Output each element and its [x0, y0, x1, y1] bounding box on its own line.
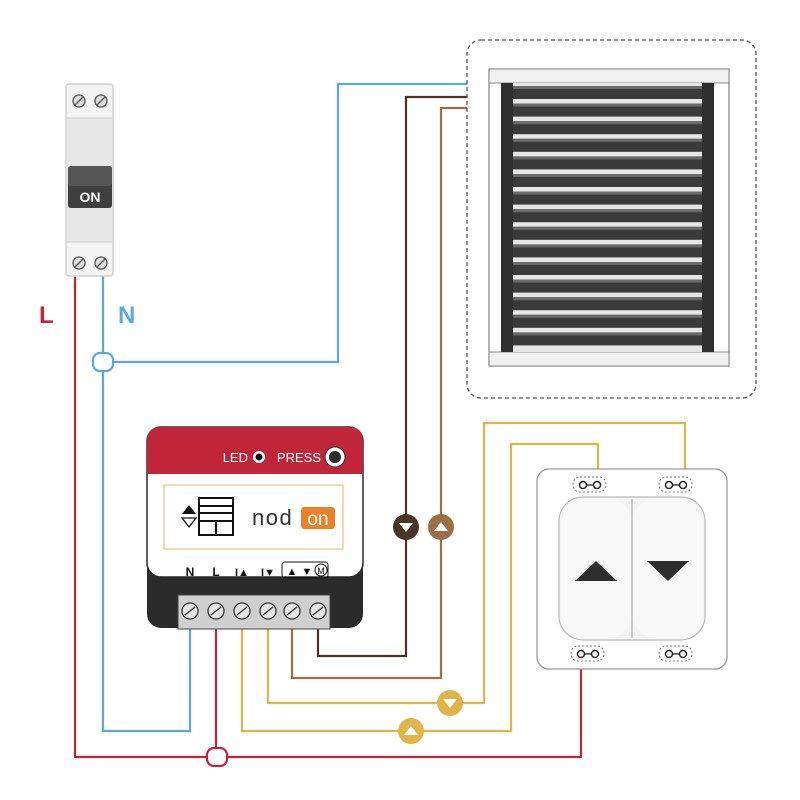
switch-contact-top-right — [658, 476, 693, 493]
switch-up-wire — [240, 442, 600, 733]
bottom-screw-icon — [72, 256, 108, 270]
switch-contact-top-left — [572, 476, 607, 493]
shutter-slat — [511, 138, 704, 152]
brand-name: nodon — [0, 0, 3, 1]
shutter-slat-highlight — [511, 244, 704, 248]
roller-shutter — [466, 39, 757, 399]
switch-down-button[interactable] — [633, 499, 703, 638]
shutter-slat — [511, 209, 704, 223]
shutter-slat-highlight — [511, 121, 704, 125]
terminal-label-n: N — [186, 565, 195, 579]
shutter-up-down-icon — [180, 505, 198, 529]
shutter-slat-highlight — [511, 138, 704, 142]
shutter-slat — [511, 103, 704, 117]
shutter-slat — [511, 156, 704, 170]
up-arrow-icon — [575, 561, 617, 581]
shutter-slat — [511, 244, 704, 258]
wall-switch — [536, 468, 728, 670]
led-label: LED — [223, 450, 248, 465]
switch-down-marker — [437, 690, 463, 716]
circuit-breaker: ON — [65, 83, 114, 277]
shutter-slat-highlight — [511, 226, 704, 230]
shutter-slat-highlight — [511, 86, 704, 89]
switch-contact-bottom-left — [570, 645, 605, 662]
live-label: L — [39, 302, 54, 329]
press-button[interactable] — [324, 446, 346, 468]
down-arrow-icon — [647, 561, 689, 581]
live-junction — [205, 746, 229, 768]
shutter-slat-highlight — [511, 191, 704, 195]
motor-down-wire — [316, 95, 467, 658]
switch-up-marker — [398, 718, 424, 744]
shutter-slat — [511, 191, 704, 205]
shutter-slat-highlight — [511, 314, 704, 318]
terminal-label-i-up: I▲ — [235, 567, 249, 579]
shutter-slat — [511, 279, 704, 293]
neutral-wire — [101, 275, 192, 733]
shutter-slat-highlight — [511, 297, 704, 301]
terminal-screw-slot — [286, 606, 298, 616]
shutter-slat-highlight — [511, 174, 704, 177]
terminal-label-l: L — [212, 565, 219, 579]
shutter-slat — [511, 332, 704, 346]
terminal-label-down: ▼ — [302, 566, 313, 578]
shutter-slats — [511, 86, 704, 346]
shutter-slat — [511, 86, 704, 99]
shutter-slat-highlight — [511, 156, 704, 160]
terminal-labels: N L I▲ I▼ ▲ ▼ M — [186, 561, 329, 579]
terminal-screw-slot — [184, 606, 196, 616]
shutter-slat — [511, 226, 704, 240]
shutter-slat-highlight — [511, 279, 704, 283]
terminal-screw-slot — [312, 606, 324, 616]
breaker-on-label: ON — [80, 189, 101, 205]
neutral-junction — [91, 351, 115, 373]
shutter-slat — [511, 121, 704, 135]
motor-down-marker — [393, 514, 419, 540]
terminal-label-i-down: I▼ — [261, 567, 275, 579]
motor-up-marker — [428, 514, 454, 540]
terminal-block — [181, 602, 327, 620]
nodon-logo: nod on nodon — [0, 0, 335, 530]
shutter-slat — [511, 262, 704, 275]
switch-down-wire — [266, 421, 687, 705]
motor-up-wire — [290, 106, 467, 680]
terminal-label-motor: M — [317, 566, 325, 576]
nodon-module: LED PRESS nod on nodon N — [0, 0, 364, 630]
switch-up-button[interactable] — [561, 499, 631, 638]
terminal-screw-slot — [210, 606, 222, 616]
terminal-label-up: ▲ — [287, 566, 298, 578]
switch-contact-bottom-right — [658, 645, 693, 662]
top-screw-icon — [72, 94, 108, 108]
live-wire — [73, 275, 583, 759]
wires — [73, 82, 687, 759]
terminal-screw-slot — [262, 606, 274, 616]
shutter-slat-highlight — [511, 262, 704, 265]
neutral-wire-to-shutter — [103, 82, 467, 364]
shutter-slat — [511, 314, 704, 328]
shutter-slat — [511, 297, 704, 311]
svg-text:on: on — [307, 509, 328, 530]
shutter-slat-highlight — [511, 103, 704, 107]
neutral-label: N — [118, 302, 135, 329]
shutter-slat-highlight — [511, 209, 704, 213]
terminal-screw-slot — [236, 606, 248, 616]
shutter-slat — [511, 174, 704, 187]
shutter-window-icon — [198, 497, 234, 536]
shutter-slat-highlight — [511, 332, 704, 336]
press-label: PRESS — [277, 450, 321, 465]
svg-text:nod: nod — [252, 505, 293, 530]
